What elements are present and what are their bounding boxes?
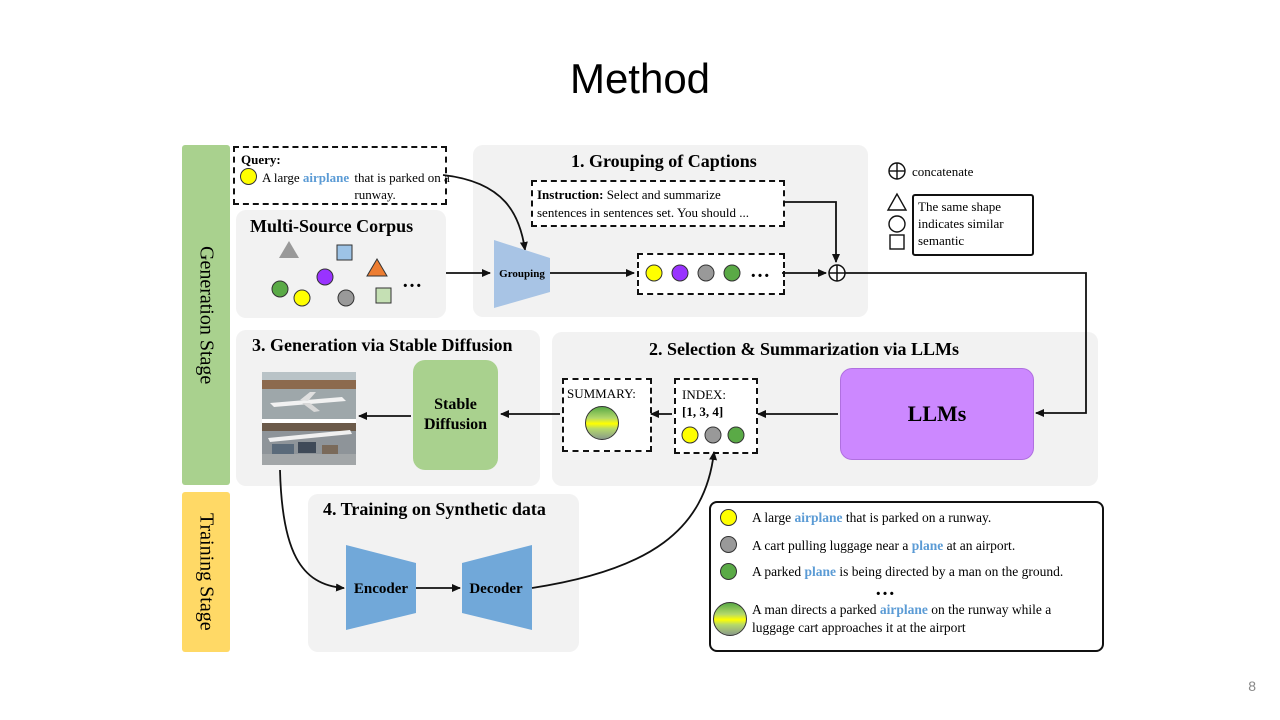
concat-to-llm-arrow [845,272,1087,417]
index-gray-circle [704,426,722,444]
query-label: Query: [241,152,281,167]
caption-2-before: A cart pulling luggage near a [752,538,909,553]
grouping-title: 1. Grouping of Captions [571,151,757,171]
generated-airport-image [262,372,356,465]
caption-1-keyword: airplane [794,510,843,525]
shape-note-line1: The same shape [918,199,1002,214]
query-text-after: that is parked on a runway. [354,170,450,202]
shape-note-line2: indicates similar [918,216,1004,231]
generation-stage-bar: Generation Stage [182,145,230,485]
llm-box: LLMs [840,368,1034,460]
caption-item-1: A large airplane that is parked on a run… [752,510,991,526]
generation-title: 3. Generation via Stable Diffusion [252,335,513,355]
concatenate-label: concatenate [912,164,974,179]
corpus-gray-triangle [279,241,299,258]
decoder-trapezoid [462,545,532,630]
decoder-to-index-arrow [531,451,718,589]
query-text-before: A large [262,170,300,185]
caption-3-before: A parked [752,564,802,579]
instruction-to-concat-arrow [783,201,840,263]
legend-triangle-icon [886,192,908,211]
index-green-circle [727,426,745,444]
legend-circle-icon [888,215,906,233]
query-text-line1: A large airplane that is parked on a run… [262,169,490,203]
caption-summary-before: A man directs a parked [752,602,877,617]
stable-diffusion-line1: Stable [434,396,477,413]
legend-concatenate-icon [888,162,906,180]
grouped-purple-circle [671,264,689,282]
stable-diffusion-line2: Diffusion [423,416,488,433]
index-label: INDEX: [682,387,727,402]
caption-yellow-circle [720,509,737,526]
caption-3-after: is being directed by a man on the ground… [839,564,1064,579]
generation-stage-label: Generation Stage [195,245,218,385]
instruction-label: Instruction: [537,187,604,202]
corpus-title: Multi-Source Corpus [250,216,414,236]
corpus-yellow-circle [293,289,311,307]
grouped-yellow-circle [645,264,663,282]
caption-legend-box [709,501,1104,652]
caption-1-after: that is parked on a runway. [845,510,992,525]
grouped-ellipsis: … [750,260,770,282]
stable-diffusion-box: Stable Diffusion [413,360,498,470]
training-stage-label: Training Stage [195,513,218,631]
summary-label: SUMMARY: [567,386,636,401]
caption-summary-circle [713,602,747,636]
corpus-green-square [375,287,392,304]
decoder-label: Decoder [469,581,523,597]
grouped-gray-circle [697,264,715,282]
caption-ellipsis: … [875,578,895,600]
training-stage-bar: Training Stage [182,492,230,652]
query-keyword: airplane [302,170,350,185]
caption-item-3: A parked plane is being directed by a ma… [752,564,1063,580]
instruction-line2: sentences in sentences set. You should .… [537,205,749,220]
caption-summary-keyword: airplane [879,602,928,617]
llm-label: LLMs [907,401,967,426]
query-yellow-circle [240,168,257,185]
index-yellow-circle [681,426,699,444]
caption-item-2: A cart pulling luggage near a plane at a… [752,538,1015,554]
caption-summary-after: on the runway while a [931,602,1052,617]
caption-summary-line1: A man directs a parked airplane on the r… [752,602,1051,618]
image-to-encoder-arrow [279,469,345,592]
caption-2-after: at an airport. [946,538,1016,553]
slide-title: Method [569,55,711,102]
shape-note-box [912,194,1034,256]
grouping-trapezoid-label: Grouping [499,268,545,280]
corpus-green-circle [271,280,289,298]
caption-3-keyword: plane [804,564,836,579]
index-value: [1, 3, 4] [682,404,724,419]
corpus-ellipsis: … [402,270,422,292]
corpus-orange-triangle [366,258,388,277]
encoder-trapezoid [346,545,416,630]
caption-gray-circle [720,536,737,553]
caption-2-keyword: plane [911,538,944,553]
instruction-line1: Instruction: Select and summarize [537,186,721,203]
legend-square-icon [889,234,905,250]
instruction-box [531,180,785,227]
shape-note-line3: semantic [918,233,965,248]
grouping-trapezoid [494,240,550,308]
corpus-blue-square [336,244,353,261]
instruction-text1: Select and summarize [606,187,721,202]
caption-summary-line2: luggage cart approaches it at the airpor… [752,620,966,635]
corpus-purple-circle [316,268,334,286]
corpus-gray-circle [337,289,355,307]
query-box [233,146,447,205]
encoder-label: Encoder [354,581,409,597]
caption-green-circle [720,563,737,580]
caption-1-before: A large [752,510,792,525]
summary-gradient-circle [585,406,619,440]
selection-title: 2. Selection & Summarization via LLMs [649,339,959,359]
grouped-green-circle [723,264,741,282]
concatenate-icon [828,264,846,282]
page-number: 8 [1248,678,1256,694]
training-title: 4. Training on Synthetic data [323,499,546,519]
query-to-grouping-arrow [442,174,528,251]
